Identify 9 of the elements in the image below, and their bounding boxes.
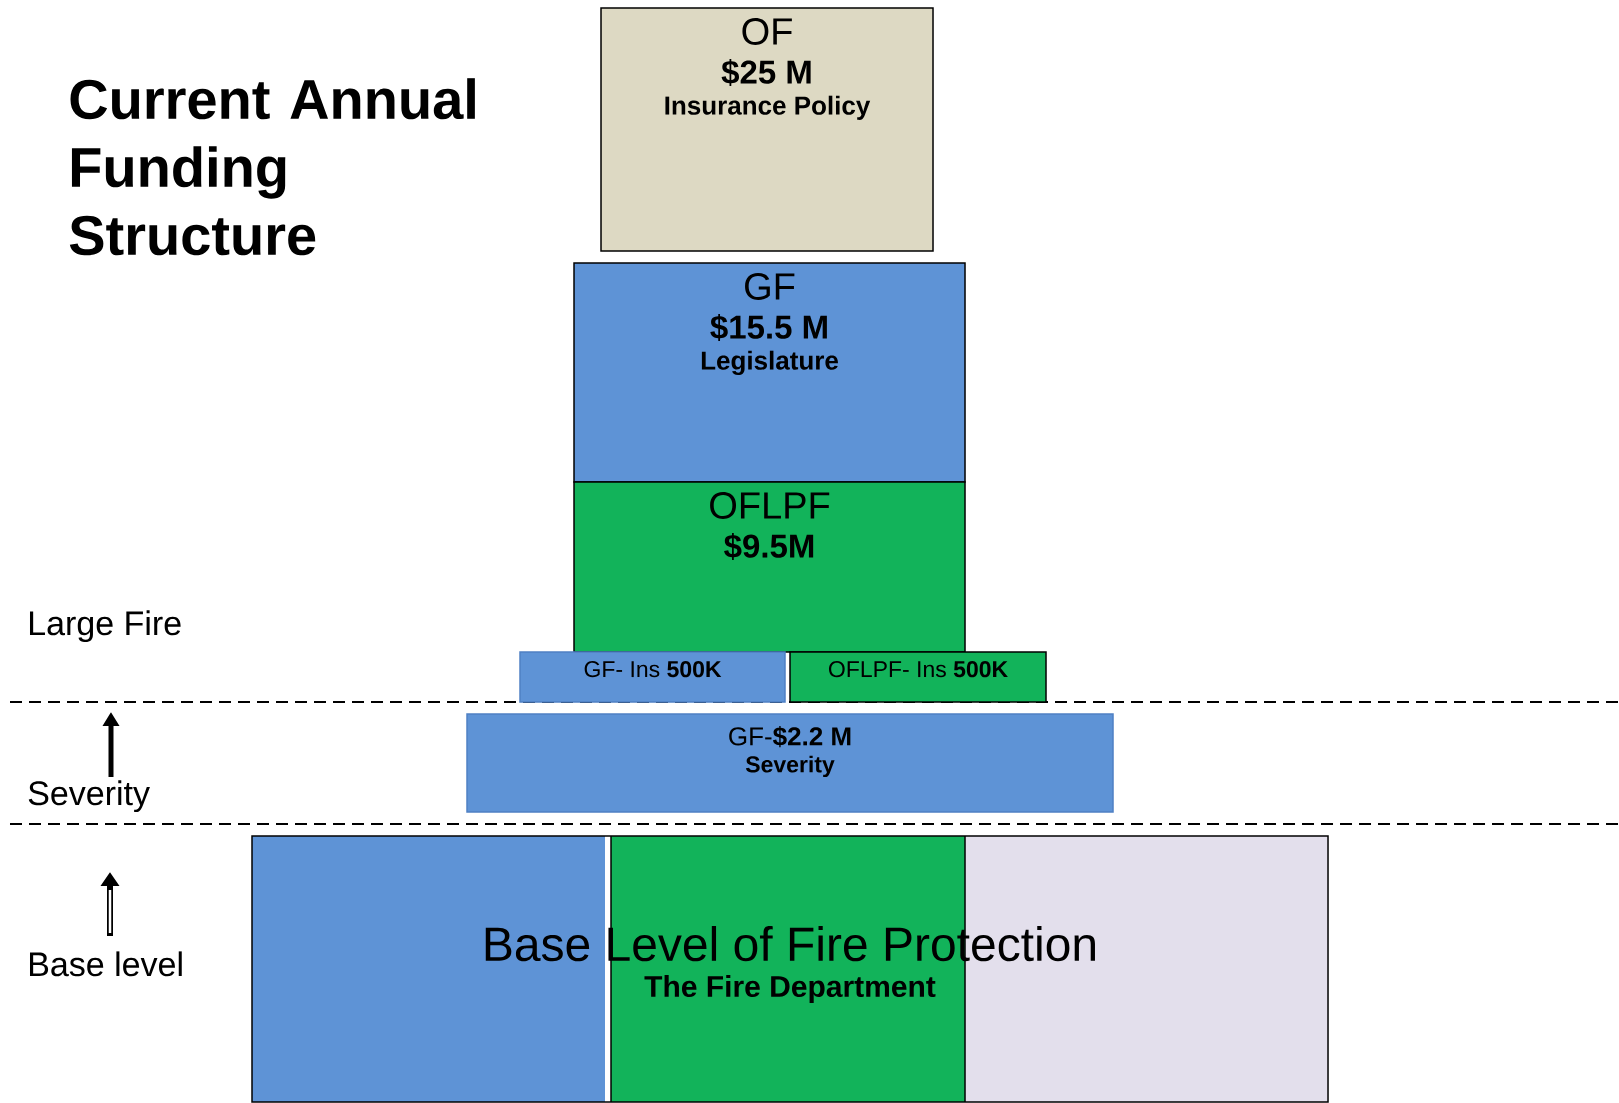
funding-box: OFLPF- Ins 500K xyxy=(789,651,1047,703)
funding-box: GF-$2.2 M Severity xyxy=(466,713,1114,813)
level-label: Base level xyxy=(30,951,182,977)
level-label: Large Fire xyxy=(30,610,181,643)
funding-box: OF $25 M Insurance Policy xyxy=(600,7,934,252)
level-label: Severity xyxy=(28,780,150,813)
funding-box: GF- Ins 500K xyxy=(519,651,786,703)
title: Current Annual Funding Structure xyxy=(69,78,475,256)
funding-box: GF $15.5 M Legislature xyxy=(573,262,966,483)
